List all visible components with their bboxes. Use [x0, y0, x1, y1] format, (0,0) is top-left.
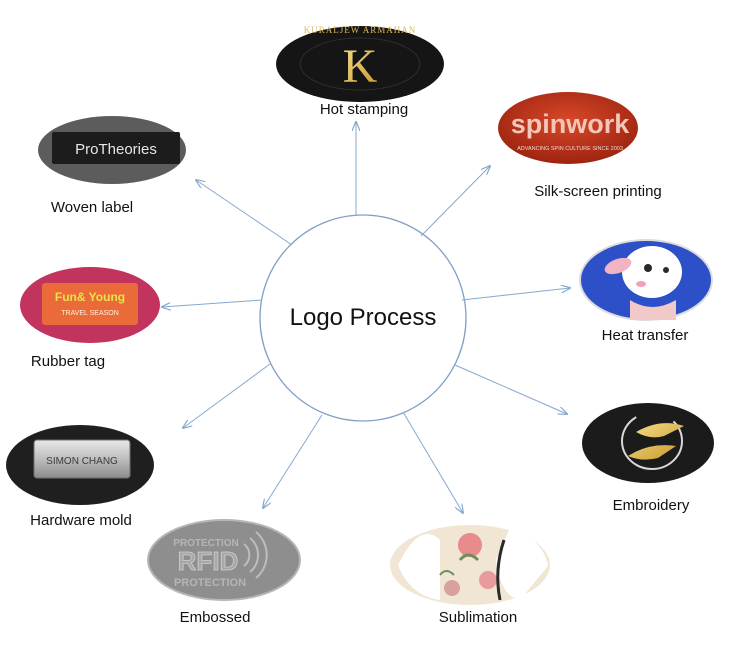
- embossed-image-bottom-text: PROTECTION: [174, 577, 246, 589]
- lamb-head-icon: [622, 246, 682, 298]
- label-hardware-mold: Hardware mold: [30, 512, 132, 529]
- hot-stamping-image: KURALJEW ARMAHAN K: [276, 25, 444, 102]
- hot-stamping-image-ring-text: KURALJEW ARMAHAN: [304, 25, 417, 35]
- embossed-image: PROTECTION RFID PROTECTION: [147, 519, 301, 601]
- rubber-tag-image: Fun& Young TRAVEL SEASON: [20, 267, 160, 343]
- hub-circle: [259, 214, 467, 422]
- label-sublimation: Sublimation: [438, 609, 518, 626]
- silk-screen-image-subtext: ADVANCING SPIN CULTURE SINCE 2003: [517, 146, 623, 152]
- arrow-embroidery: [454, 364, 567, 414]
- embroidery-image: [582, 403, 714, 483]
- embossed-image-main-text: RFID: [178, 546, 239, 576]
- silk-screen-image-text: spinwork: [511, 109, 631, 139]
- arrow-sublimation: [402, 411, 463, 513]
- label-rubber-tag: Rubber tag: [30, 353, 106, 370]
- arrow-embossed: [263, 414, 323, 508]
- silk-screen-printing-image: spinwork ADVANCING SPIN CULTURE SINCE 20…: [498, 92, 638, 164]
- arrow-woven-label: [196, 180, 293, 246]
- arrow-hardware-mold: [183, 363, 271, 428]
- hardware-mold-image-text: SIMON CHANG: [46, 456, 118, 467]
- arrow-heat-transfer: [461, 288, 570, 301]
- label-hot-stamping: Hot stamping: [319, 101, 409, 118]
- lightning-emblem-icon: [628, 423, 684, 460]
- label-silk-screen-printing: Silk-screen printing: [534, 183, 662, 200]
- center-title: Logo Process: [289, 304, 437, 331]
- arrow-silk-screen: [420, 166, 490, 237]
- woven-label-image-text: ProTheories: [75, 141, 157, 158]
- rubber-tag-image-subtext: TRAVEL SEASON: [61, 310, 119, 317]
- embossed-image-top-text: PROTECTION: [173, 538, 239, 549]
- hardware-mold-image: SIMON CHANG: [6, 425, 154, 505]
- connector-arrows: [162, 122, 570, 513]
- label-woven-label: Woven label: [50, 199, 134, 216]
- hot-stamping-image-letter: K: [343, 40, 378, 93]
- woven-label-image: ProTheories: [38, 116, 186, 184]
- arrow-rubber-tag: [162, 299, 263, 307]
- label-embroidery: Embroidery: [612, 497, 690, 514]
- sublimation-image: [390, 525, 550, 605]
- label-heat-transfer: Heat transfer: [601, 327, 689, 344]
- rubber-tag-image-text: Fun& Young: [55, 290, 125, 304]
- label-embossed: Embossed: [179, 609, 251, 626]
- heat-transfer-image: [579, 239, 713, 321]
